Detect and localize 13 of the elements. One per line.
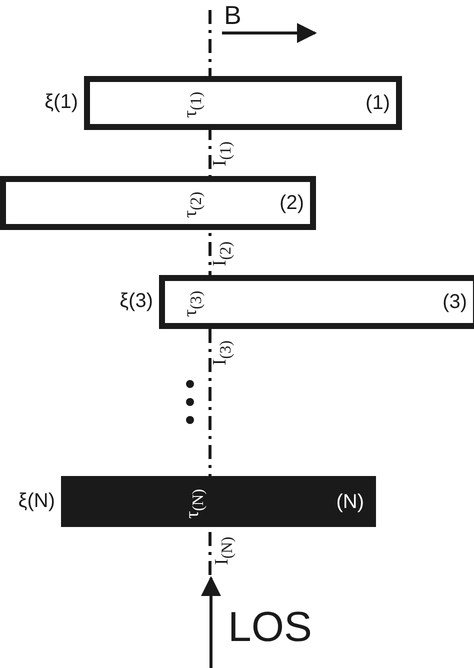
field-label: B [224, 2, 242, 28]
region-label: ξ(3) [120, 291, 153, 311]
slab-number: (2) [280, 193, 304, 213]
slab-number: (3) [442, 292, 467, 312]
los-label: LOS [228, 606, 312, 648]
region-label: ξ(1) [44, 92, 78, 112]
slab-box [0, 176, 316, 230]
slab-number: (1) [366, 93, 390, 113]
slab-box [84, 76, 402, 130]
region-label: ξ(N) [18, 490, 55, 510]
slab-number: (N) [336, 492, 364, 512]
slab-box [61, 476, 376, 527]
slab-box [159, 275, 474, 329]
